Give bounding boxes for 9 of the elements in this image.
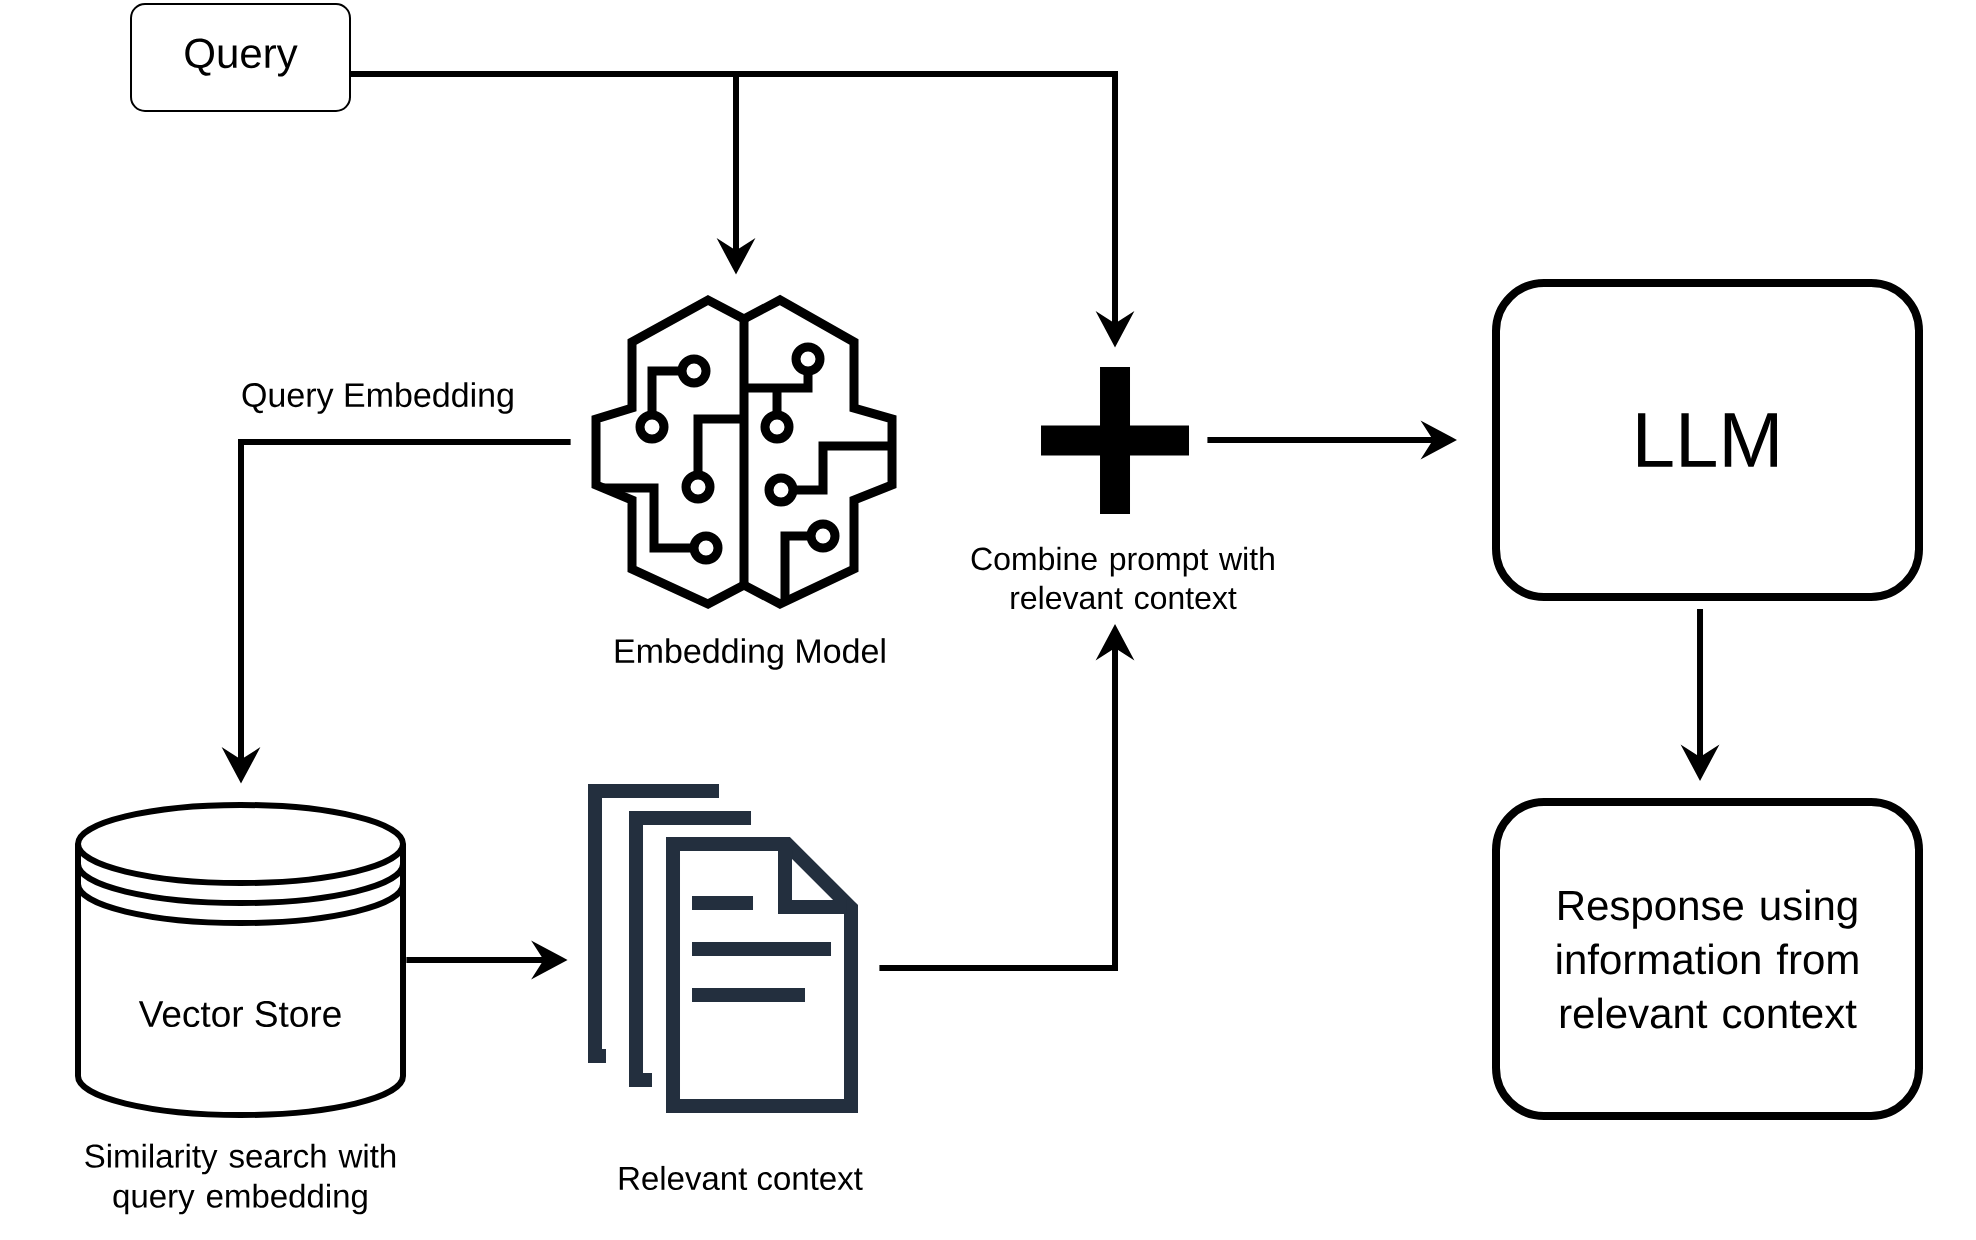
edge-label: Query Embedding xyxy=(237,378,520,418)
process-box: LLM xyxy=(1492,279,1923,601)
node-label: Combine prompt with relevant context xyxy=(971,546,1274,610)
database-cylinder: Vector Store xyxy=(75,802,406,1118)
node-label: Relevant context xyxy=(619,1165,863,1191)
process-box: Response using information from relevant context xyxy=(1492,798,1923,1120)
node-label: Embedding Model xyxy=(615,638,885,670)
process-box: Query xyxy=(130,3,351,112)
node-label: Similarity search with query embedding xyxy=(85,1143,396,1215)
